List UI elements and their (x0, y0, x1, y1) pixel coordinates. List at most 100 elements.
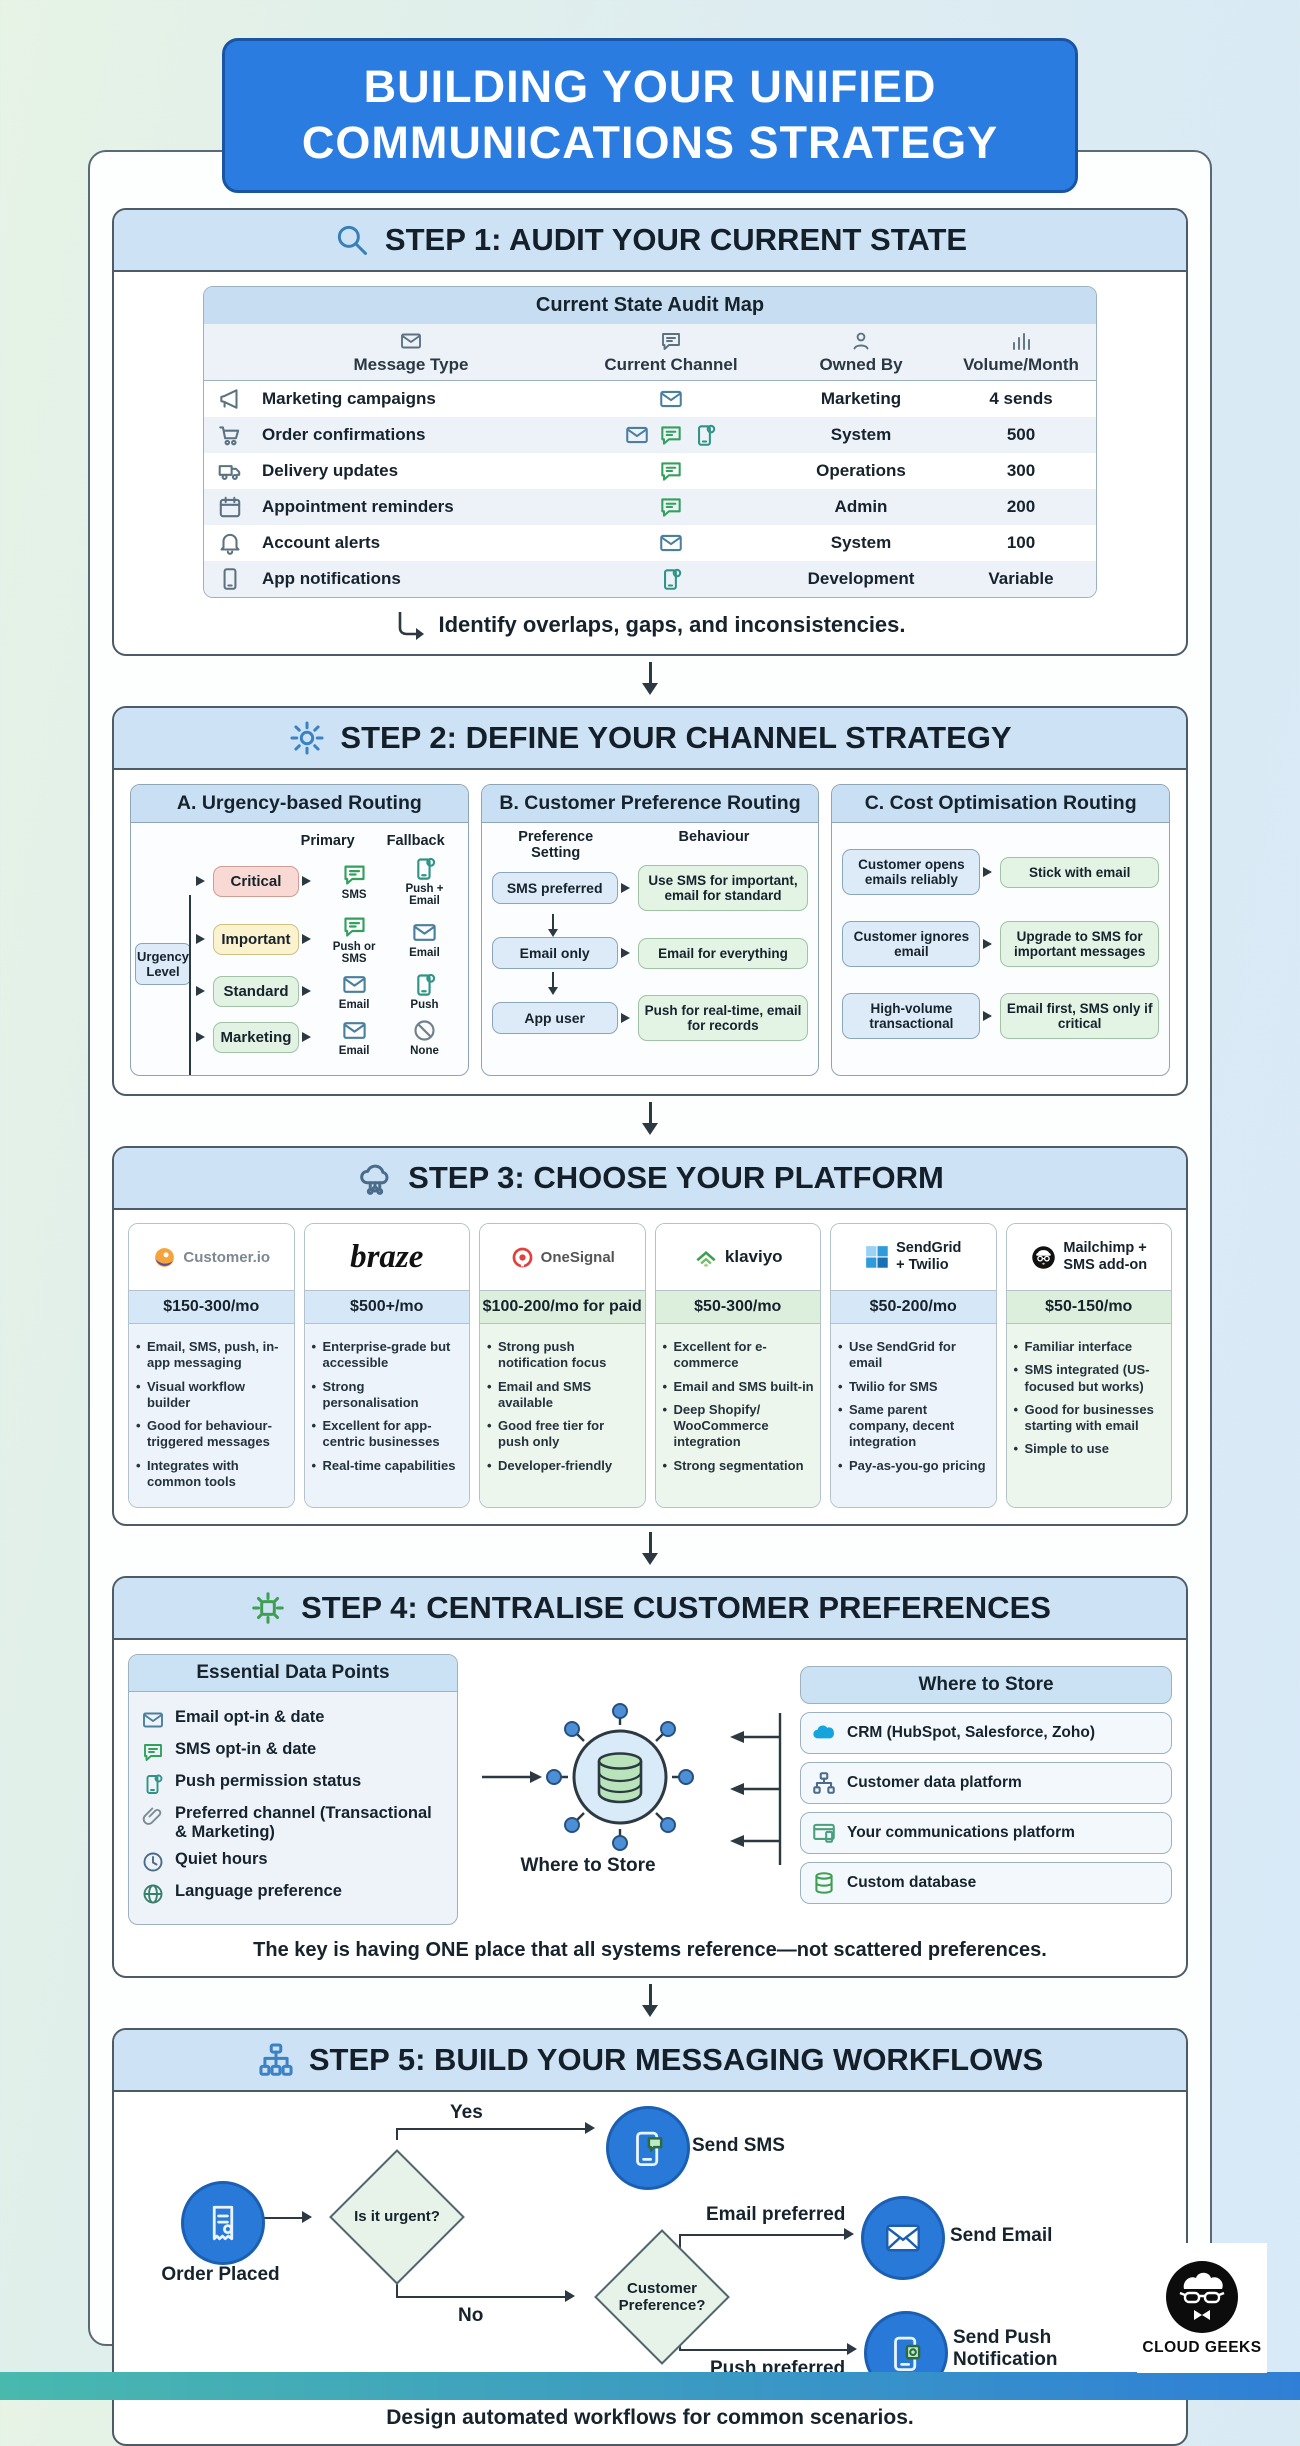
step4-heading: STEP 4: CENTRALISE CUSTOMER PREFERENCES (301, 1590, 1051, 1625)
step3-header: STEP 3: CHOOSE YOUR PLATFORM (114, 1148, 1186, 1210)
preference-row: SMS preferred Use SMS for important, ema… (491, 865, 809, 911)
urgency-row: Critical SMS Push + Email (193, 855, 460, 907)
platform-price: $500+/mo (304, 1290, 469, 1324)
row-volume: 100 (1006, 533, 1036, 552)
behaviour-box: Push for real-time, email for records (637, 995, 809, 1041)
platform-bullets: Enterprise-grade but accessible Strong p… (304, 1324, 469, 1507)
panel-c-title: C. Cost Optimisation Routing (832, 785, 1170, 823)
table-row: Account alerts System 100 (204, 525, 1096, 561)
truck-icon (217, 458, 243, 484)
globe-icon (141, 1882, 165, 1906)
connector (396, 2281, 398, 2298)
platform-price: $100-200/mo for paid (480, 1290, 645, 1324)
preference-row: Email only Email for everything (491, 937, 809, 969)
bell-icon (217, 530, 243, 556)
section-step1: STEP 1: AUDIT YOUR CURRENT STATE Current… (112, 208, 1188, 656)
data-point: Push permission status (141, 1772, 447, 1796)
bracket-arrows-into-hub (730, 1713, 782, 1866)
level-chip: Important (213, 923, 299, 955)
mail-icon (399, 329, 423, 353)
yes-label: Yes (450, 2101, 483, 2123)
phone-sms-icon (627, 2127, 669, 2169)
klaviyo-logo-icon (696, 1250, 716, 1268)
connector (396, 2121, 595, 2134)
data-point: Language preference (141, 1882, 447, 1906)
behaviour-box: Use SMS for important, email for standar… (637, 865, 809, 911)
flow-arrow-down (648, 1532, 652, 1562)
row-volume: Variable (988, 569, 1054, 588)
send-email-node (861, 2195, 945, 2280)
row-volume: 300 (1006, 461, 1036, 480)
paperclip-icon (141, 1804, 165, 1828)
row-type: Appointment reminders (262, 497, 454, 516)
salesforce-cloud-icon (811, 1720, 837, 1746)
level-chip: Standard (213, 975, 299, 1007)
connector (396, 2128, 398, 2140)
magnifier-icon (333, 221, 371, 259)
order-placed-node (181, 2180, 265, 2265)
connector (679, 2342, 857, 2355)
platform-name: klaviyo (724, 1247, 783, 1266)
page-title-line2: COMMUNICATIONS STRATEGY (301, 117, 999, 169)
send-sms-node (606, 2105, 690, 2190)
mail-icon (141, 1708, 165, 1732)
audit-table-title: Current State Audit Map (204, 287, 1096, 324)
data-point: Email opt-in & date (141, 1708, 447, 1732)
row-owner: Admin (834, 497, 888, 516)
page-title: BUILDING YOUR UNIFIED COMMUNICATIONS STR… (222, 38, 1078, 193)
store-option: Your communications platform (800, 1812, 1172, 1855)
cart-icon (217, 422, 243, 448)
platform-price: $50-300/mo (655, 1290, 820, 1324)
connector (679, 2227, 854, 2240)
push-icon (411, 971, 438, 998)
calendar-icon (217, 494, 243, 520)
mail-icon (411, 919, 438, 946)
megaphone-icon (217, 386, 243, 412)
no-label: No (458, 2304, 484, 2326)
urgency-level-box: Urgency Level (135, 943, 191, 985)
connector (261, 2210, 312, 2223)
table-row: App notifications Development Variable (204, 561, 1096, 597)
where-to-store-panel: Where to Store CRM (HubSpot, Salesforce,… (800, 1666, 1172, 1913)
braze-logo: braze (350, 1238, 424, 1275)
mailchimp-logo-icon (1032, 1245, 1056, 1269)
platform-name: Mailchimp +SMS add-on (1063, 1240, 1148, 1273)
scenario-chip: Customer opens emails reliably (842, 849, 981, 895)
row-volume: 4 sends (989, 389, 1053, 408)
behaviour-label: Behaviour (678, 829, 750, 845)
action-box: Upgrade to SMS for important messages (1000, 921, 1160, 967)
platform-bullets: Excellent for e-commerce Email and SMS b… (655, 1324, 820, 1507)
email-preferred-label: Email preferred (706, 2203, 846, 2225)
push-icon (141, 1772, 165, 1796)
cost-row: Customer opens emails reliably Stick wit… (842, 849, 1160, 895)
panel-a-title: A. Urgency-based Routing (131, 785, 468, 823)
org-chart-icon (811, 1770, 837, 1796)
push-icon (411, 855, 438, 882)
behaviour-box: Email for everything (637, 937, 809, 969)
section-step2: STEP 2: DEFINE YOUR CHANNEL STRATEGY A. … (112, 706, 1188, 1096)
step2-header: STEP 2: DEFINE YOUR CHANNEL STRATEGY (114, 708, 1186, 770)
phone-push-icon (885, 2332, 927, 2374)
panel-b-title: B. Customer Preference Routing (481, 785, 819, 823)
step3-heading: STEP 3: CHOOSE YOUR PLATFORM (408, 1160, 944, 1195)
onesignal-logo-icon (512, 1247, 533, 1267)
row-owner: System (830, 533, 892, 552)
sendgrid-logo-icon (866, 1245, 888, 1268)
panel-urgency-routing: A. Urgency-based Routing Urgency Level P… (130, 784, 469, 1076)
col-volume: Volume/Month (963, 355, 1079, 374)
step5-heading: STEP 5: BUILD YOUR MESSAGING WORKFLOWS (308, 2041, 1044, 2077)
store-option: CRM (HubSpot, Salesforce, Zoho) (800, 1712, 1172, 1755)
preference-chip: App user (491, 1002, 618, 1034)
scenario-chip: Customer ignores email (842, 921, 981, 967)
step1-header: STEP 1: AUDIT YOUR CURRENT STATE (114, 210, 1186, 272)
action-box: Email first, SMS only if critical (1000, 993, 1160, 1039)
essential-data-panel: Essential Data Points Email opt-in & dat… (128, 1654, 458, 1925)
hub-column: Where to Store (462, 1701, 714, 1877)
cloud-network-icon (356, 1159, 394, 1197)
curved-arrow-icon (399, 612, 425, 640)
platform-price: $50-150/mo (1006, 1290, 1171, 1324)
platform-name: SendGrid+ Twilio (896, 1240, 962, 1273)
col-message-type: Message Type (353, 355, 469, 374)
store-option: Custom database (800, 1862, 1172, 1905)
platform-bullets: Familiar interface SMS integrated (US-fo… (1006, 1324, 1171, 1507)
